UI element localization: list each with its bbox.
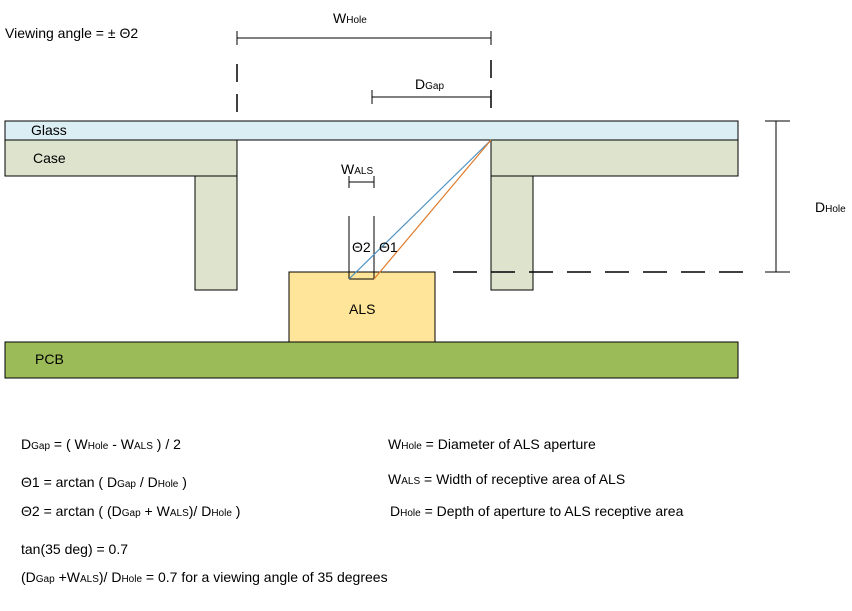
w-als-label: WALS (341, 161, 373, 177)
theta2-label: Θ2 (352, 239, 371, 255)
d-hole-label: DHole (815, 199, 846, 215)
case-left-top (4, 139, 238, 177)
glass-layer (4, 120, 739, 141)
definition-w-hole: WHole = Diameter of ALS aperture (388, 436, 596, 452)
theta1-label: Θ1 (379, 239, 398, 255)
case-left-leg (194, 175, 238, 291)
glass-label: Glass (31, 122, 67, 138)
case-label: Case (33, 150, 66, 166)
definition-d-hole: DHole = Depth of aperture to ALS recepti… (390, 503, 684, 519)
als-label: ALS (349, 301, 375, 317)
als-chip (288, 271, 436, 343)
formula-tan35: tan(35 deg) = 0.7 (21, 541, 128, 557)
w-hole-label: WHole (333, 10, 367, 26)
viewing-angle-label: Viewing angle = ± Θ2 (5, 25, 138, 41)
case-right-leg (490, 175, 534, 291)
d-gap-label: DGap (415, 76, 444, 92)
ray-theta1 (373, 139, 492, 280)
formula-viewing-condition: (DGap +WALS)/ DHole = 0.7 for a viewing … (21, 569, 388, 585)
pcb-layer (4, 341, 739, 379)
formula-d-gap: DGap = ( WHole - WALS ) / 2 (21, 436, 181, 452)
pcb-label: PCB (35, 351, 64, 367)
formula-theta2: Θ2 = arctan ( (DGap + WALS)/ DHole ) (21, 503, 240, 519)
case-right-top (490, 139, 739, 177)
definition-w-als: WALS = Width of receptive area of ALS (388, 471, 625, 487)
ray-theta2 (348, 139, 492, 280)
formula-theta1: Θ1 = arctan ( DGap / DHole ) (21, 474, 187, 490)
